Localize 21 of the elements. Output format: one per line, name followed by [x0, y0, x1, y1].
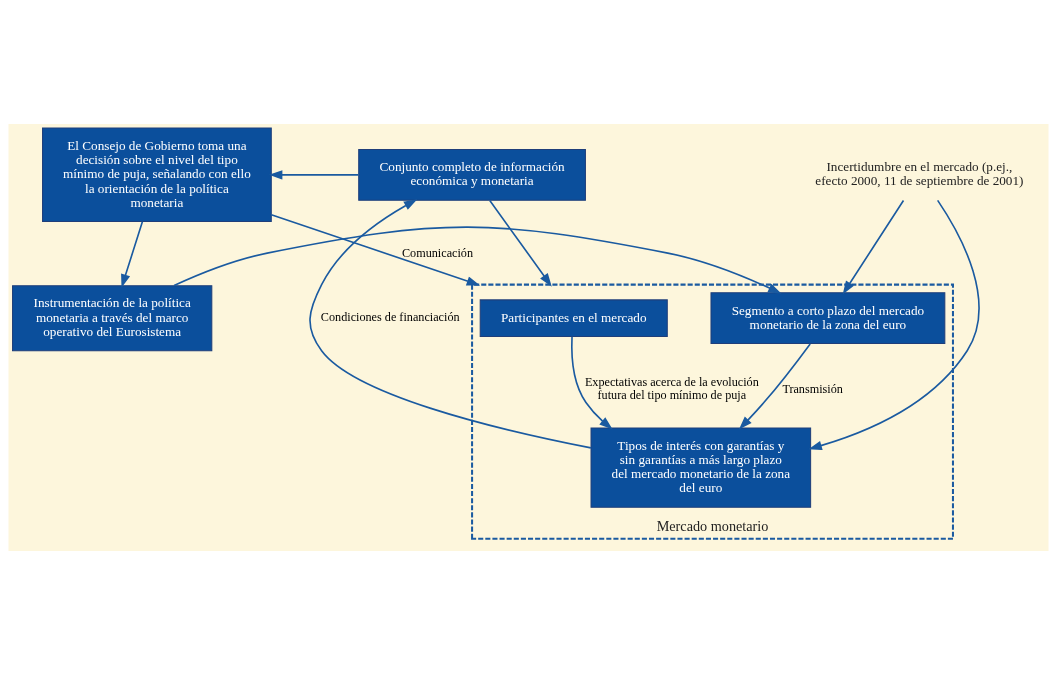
node-box: Conjunto completo de información económica y monetaria: [358, 148, 586, 201]
arrow: [808, 199, 980, 451]
arrow: [309, 199, 592, 449]
arrow: [571, 335, 613, 430]
arrow: [173, 226, 782, 294]
node-box: Instrumentación de la política monetaria a través del marco operativo del Eurosistema: [12, 285, 213, 352]
node-box: Segmento a corto plazo del mercado monetario de la zona del euro: [710, 292, 946, 345]
edge-label: Expectativas acerca de la evolución futura del tipo mínimo de puja: [584, 374, 759, 403]
arrow: [488, 199, 552, 287]
arrow: [842, 199, 905, 295]
arrow: [121, 220, 144, 288]
edge-label: Comunicación: [401, 245, 474, 260]
node-box: Participantes en el mercado: [479, 299, 668, 337]
edge-label: Condiciones de financiación: [320, 310, 460, 325]
node-box: Tipos de interés con garantías y sin garantías a más largo plazo del mercado monetario de la zona del euro: [590, 427, 812, 508]
edge-label: Transmisión: [782, 381, 843, 396]
arrow: [270, 213, 481, 286]
arrow: [738, 343, 811, 430]
arrow: [268, 170, 360, 180]
node-box: El Consejo de Gobierno toma una decisión sobre el nivel del tipo mínimo de puja, señalando con ello la orientación de la política monetaria: [42, 127, 272, 223]
node-text: Incertidumbre en el mercado (p.ej., efecto 2000, 11 de septiembre de 2001): [815, 159, 1024, 189]
